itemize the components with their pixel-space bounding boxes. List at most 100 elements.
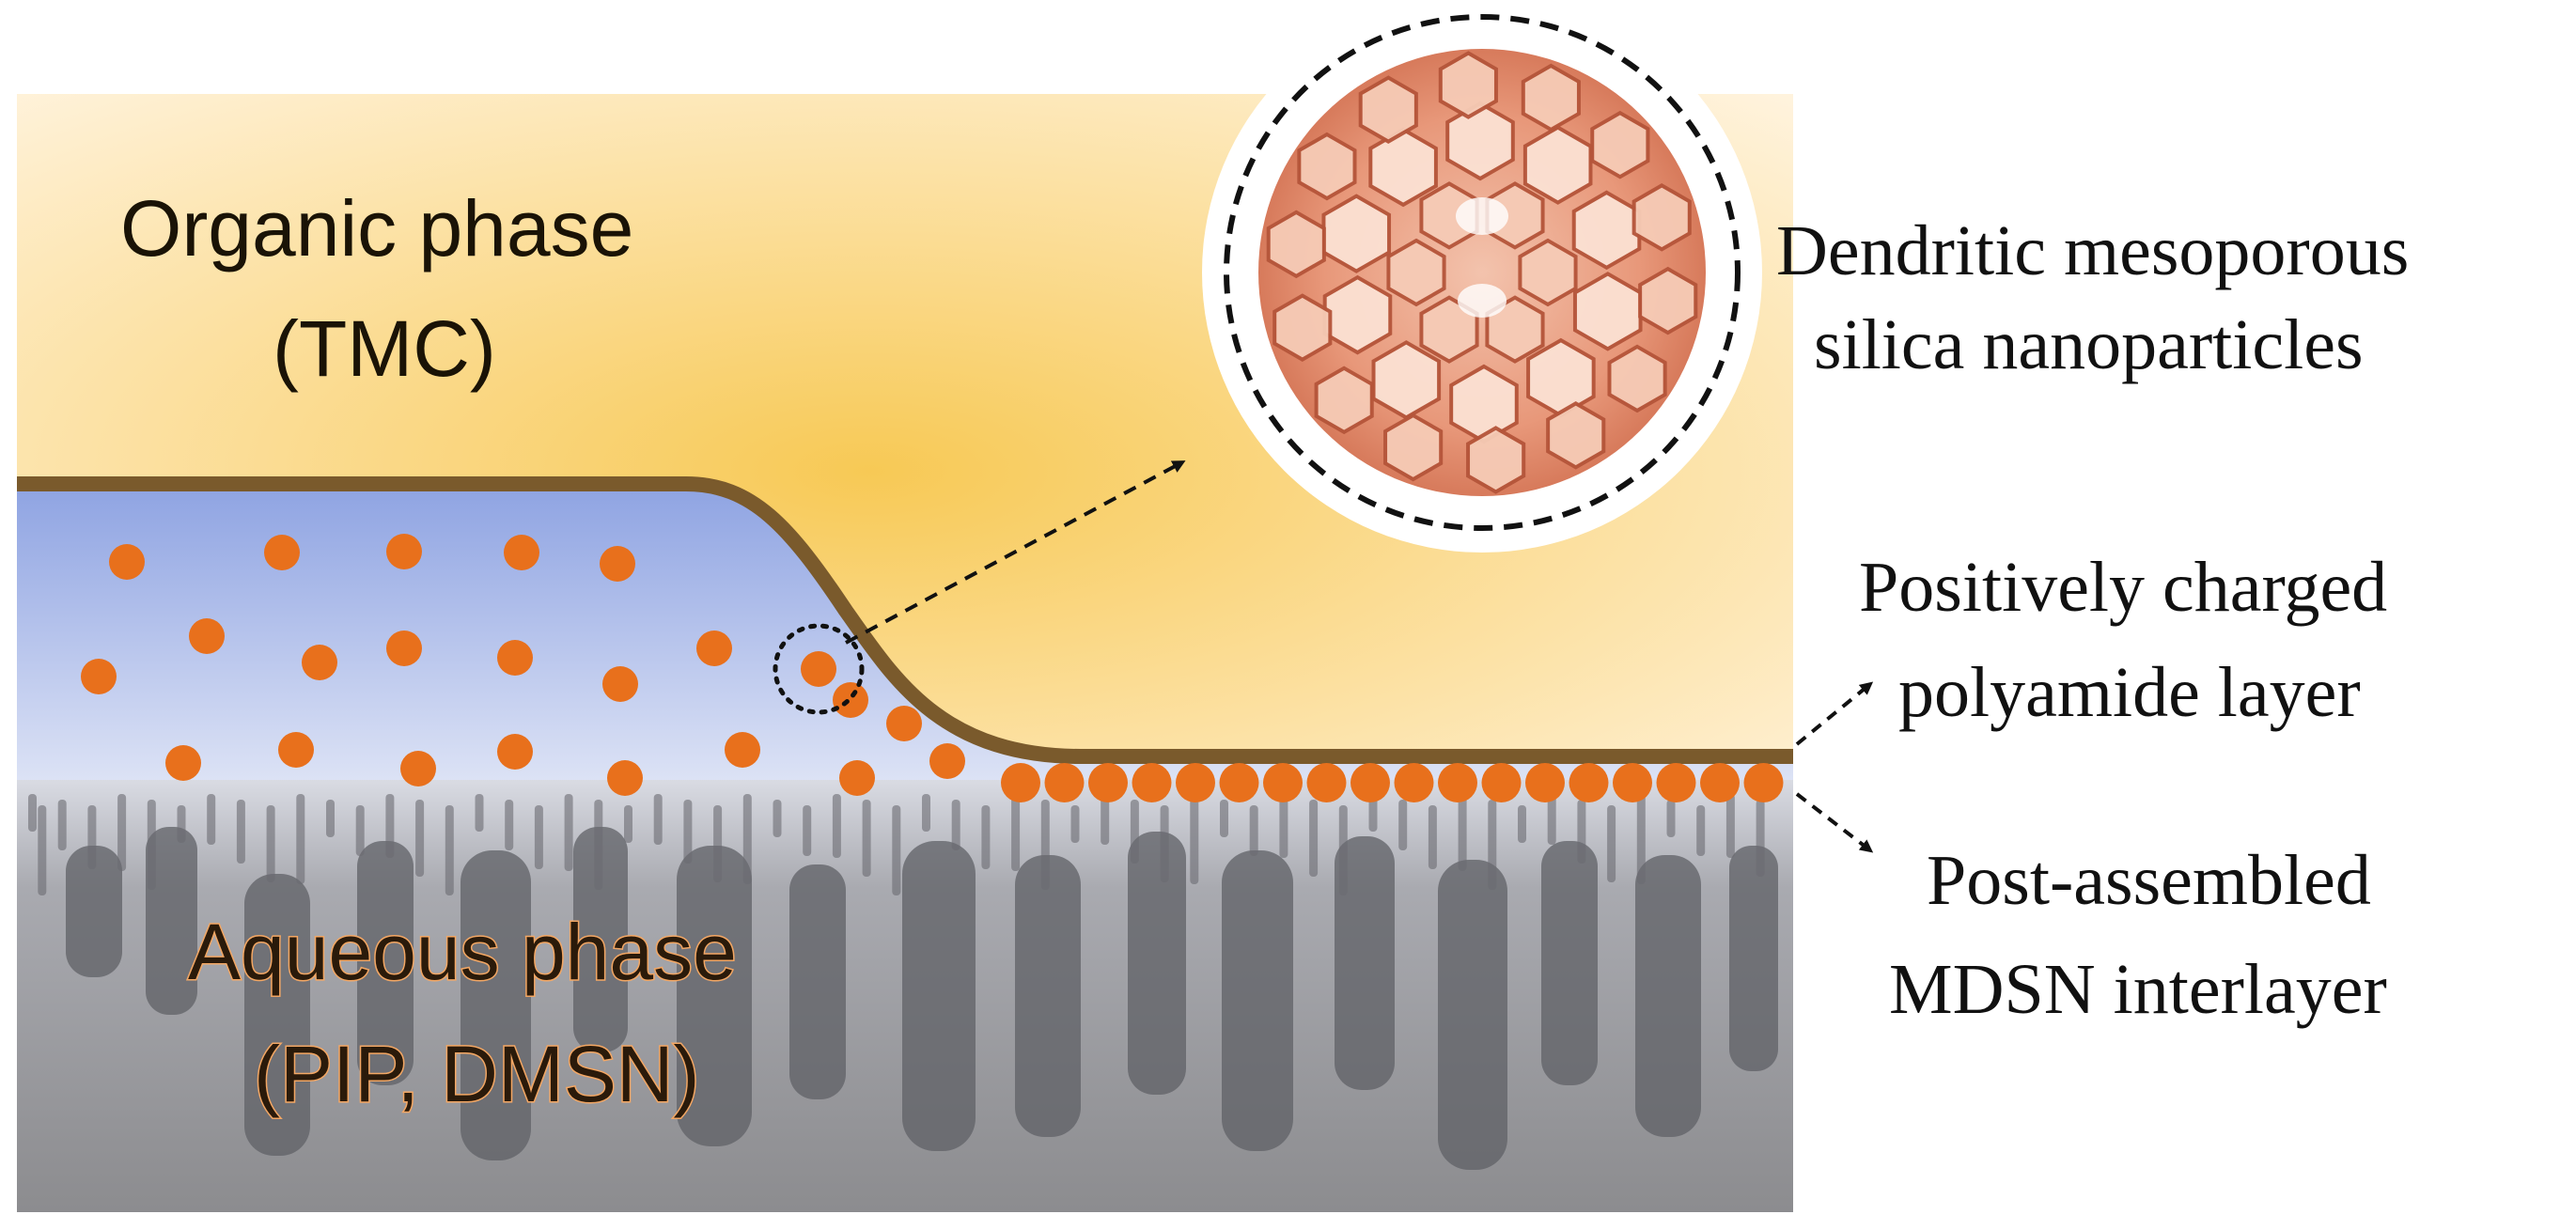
- pore-channel: [922, 794, 930, 832]
- interlayer-particle: [1132, 763, 1172, 802]
- sphere-petal: [1638, 266, 1698, 335]
- pore-channel: [742, 794, 752, 884]
- sphere-petal: [1522, 125, 1593, 205]
- zoom-dashed-circle: [1224, 14, 1741, 531]
- pore-channel: [862, 800, 871, 877]
- pore-channel: [1279, 794, 1288, 858]
- pore-channel: [1338, 805, 1348, 895]
- sphere-petal: [1383, 413, 1444, 482]
- interlayer-particle: [1350, 763, 1390, 802]
- pore: [1541, 841, 1598, 1085]
- aqueous-phase-sublabel: (PIP, DMSN): [254, 1030, 700, 1118]
- nanoparticle: [81, 659, 117, 694]
- pore-channel: [1249, 805, 1258, 856]
- pore-channel: [1130, 800, 1139, 864]
- interlayer-sublabel: MDSN interlayer: [1889, 950, 2387, 1029]
- pore: [146, 827, 197, 1015]
- pore-channel: [505, 800, 514, 850]
- dmsn-label: Dendritic mesoporous: [1776, 211, 2409, 290]
- pore: [1438, 860, 1507, 1170]
- nanoparticle: [839, 760, 875, 796]
- pore: [1729, 846, 1778, 1071]
- interlayer-particle: [1394, 763, 1434, 802]
- nanoparticle: [302, 645, 337, 680]
- sphere-petal: [1322, 274, 1393, 355]
- nanoparticle: [602, 666, 638, 702]
- pore: [1335, 836, 1395, 1090]
- pore-channel: [38, 805, 47, 895]
- interlayer-particle: [1743, 763, 1784, 802]
- nanoparticle: [386, 631, 422, 666]
- sphere-petal: [1371, 340, 1442, 420]
- sphere-petal: [1297, 132, 1357, 201]
- organic-phase-sublabel: (TMC): [273, 304, 496, 393]
- sphere-petal: [1518, 238, 1578, 307]
- pore-channel: [1488, 800, 1497, 890]
- interlayer-particle: [1438, 763, 1477, 802]
- interlayer-particle: [1613, 763, 1652, 802]
- interlayer-particle: [1700, 763, 1740, 802]
- pore: [789, 864, 846, 1099]
- interlayer-particle: [1306, 763, 1347, 802]
- pore-channel: [1309, 800, 1319, 877]
- pore-channel: [475, 794, 484, 832]
- pore: [357, 841, 414, 1085]
- sphere-petal: [1321, 194, 1392, 273]
- pore-channel: [28, 794, 37, 832]
- sphere-petal: [1607, 344, 1667, 413]
- nanoparticle: [600, 546, 635, 582]
- substrate-pores: [28, 794, 1778, 1170]
- pore: [1128, 832, 1186, 1095]
- pore-channel: [445, 805, 454, 895]
- polyamide-label: Positively charged: [1859, 548, 2387, 627]
- pore-channel: [1577, 800, 1586, 864]
- highlighted-particle: [801, 651, 836, 687]
- pore: [66, 846, 122, 977]
- pore-channel: [415, 800, 425, 877]
- pore-channel: [1666, 800, 1676, 837]
- pore-channel: [207, 794, 216, 845]
- pore-channel: [1190, 794, 1199, 884]
- interlayer-particle: [1219, 763, 1259, 802]
- sphere-petal: [1466, 426, 1526, 494]
- sphere-petal: [1358, 75, 1418, 144]
- nanoparticle: [386, 534, 422, 569]
- nanoparticle: [725, 732, 760, 768]
- pore-channel: [1011, 794, 1021, 871]
- pore-channel: [1756, 800, 1765, 877]
- pore-channel: [1547, 794, 1556, 845]
- pore-channel: [57, 800, 67, 850]
- interlayer-particle: [1569, 763, 1609, 802]
- polyamide-sublabel: polyamide layer: [1898, 653, 2361, 732]
- nanoparticle: [497, 734, 533, 770]
- arrow-to-polyamide-label: [1795, 681, 1874, 746]
- pore-channel: [1458, 794, 1467, 871]
- interlayer-label: Post-assembled: [1927, 841, 2371, 920]
- pore-channel: [803, 805, 812, 856]
- pore-channel: [177, 805, 186, 843]
- pore-channel: [147, 800, 156, 890]
- interlayer-particle: [1481, 763, 1522, 802]
- pore-channel: [653, 794, 663, 845]
- nanoparticle: [165, 745, 201, 781]
- pore-channel: [1040, 800, 1050, 890]
- pore-channel: [1725, 794, 1735, 858]
- pore: [461, 850, 531, 1160]
- interlayer-particle: [1525, 763, 1565, 802]
- pore-channel: [624, 805, 632, 843]
- pore-channel: [1070, 805, 1080, 843]
- pore-channel: [773, 800, 782, 837]
- dmsn-sublabel: silica nanoparticles: [1814, 305, 2364, 384]
- sphere-pore: [1456, 197, 1508, 235]
- nanoparticle: [278, 732, 314, 768]
- pore-channel: [1696, 805, 1706, 856]
- interlayer-particle: [1001, 763, 1040, 802]
- nanoparticle: [696, 631, 732, 666]
- interlayer-particle: [1656, 763, 1696, 802]
- pore-channel: [355, 805, 365, 856]
- pore-channel: [564, 794, 573, 871]
- arrow-to-interlayer-label: [1795, 792, 1874, 853]
- sphere-petal: [1272, 293, 1333, 362]
- highlight-dotted-circle: [773, 623, 865, 715]
- sphere-petal: [1571, 190, 1642, 271]
